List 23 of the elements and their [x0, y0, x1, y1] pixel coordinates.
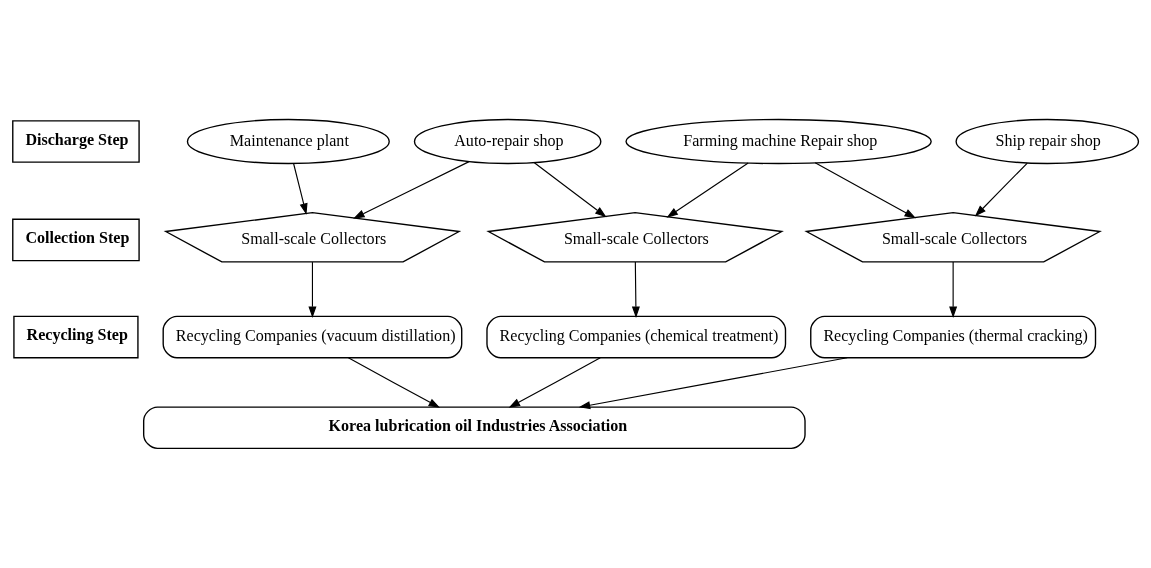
arrow: [578, 357, 848, 410]
arrow: [974, 162, 1028, 217]
node-ellipse: Farming machine Repair shop: [625, 118, 932, 165]
arrow: [666, 162, 749, 218]
arrow: [347, 357, 441, 408]
node-ellipse: Auto-repair shop: [413, 118, 602, 165]
arrow: [353, 161, 470, 219]
node-box: Korea lubrication oil Industries Association: [143, 406, 806, 450]
arrow: [293, 162, 308, 215]
arrow: [308, 261, 317, 318]
node-box: Recycling Companies (vacuum distillation): [162, 315, 463, 359]
arrow: [949, 261, 958, 318]
arrow: [631, 261, 640, 318]
arrow: [508, 357, 601, 408]
arrow: [533, 162, 607, 218]
node-box: Recycling Step: [13, 315, 139, 359]
node-box: Discharge Step: [12, 120, 140, 163]
node-box: Recycling Companies (chemical treatment): [486, 315, 787, 359]
node-ellipse: Maintenance plant: [186, 118, 390, 165]
node-ellipse: Ship repair shop: [955, 118, 1140, 165]
node-box: Recycling Companies (thermal cracking): [810, 315, 1097, 359]
node-box: Collection Step: [12, 218, 140, 262]
arrow: [814, 162, 916, 219]
